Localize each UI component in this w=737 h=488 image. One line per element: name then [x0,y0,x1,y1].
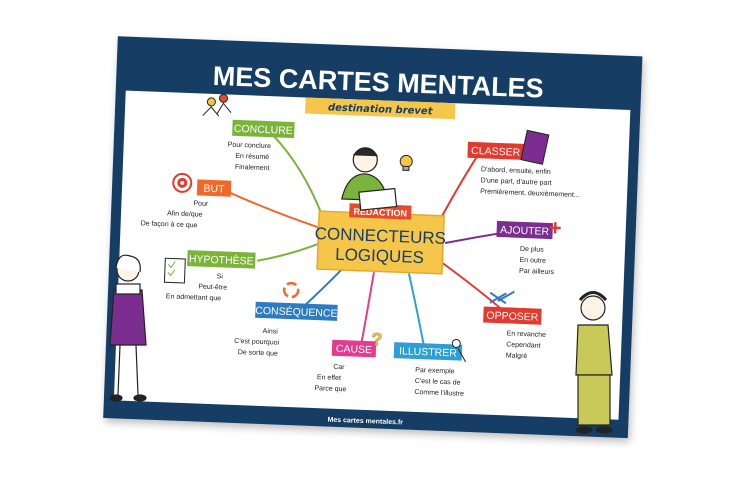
checklist-icon [163,257,186,284]
branch-illustrer-item: Par exemple [415,367,455,376]
branch-consequence-item: De sorte que [238,349,278,358]
subtitle-banner [305,97,456,120]
poster-subtitle: destination brevet [328,102,434,117]
branch-but: BUT Pour Afin de/que De façon à ce que [141,179,232,229]
branch-but-item: Afin de/que [167,210,203,218]
branch-cause-bg [331,339,377,358]
branch-illustrer: ILLUSTRER Par exemple C'est le cas de Co… [393,342,464,398]
branch-but-item: De façon à ce que [141,220,198,229]
branch-consequence-item: C'est pourquoi [234,338,280,347]
branch-classer-label: CLASSER [471,145,521,159]
branch-conclure: CONCLURE Pour conclure En résumé Finalem… [228,119,295,172]
center-line-2: LOGIQUES [335,245,424,267]
branch-conclure-bg [232,119,295,139]
branch-ajouter-bg [496,220,553,240]
branch-ajouter-label: AJOUTER [500,224,550,238]
line-cause [360,272,375,345]
branch-classer-item: D'une part, d'autre part [480,177,551,187]
line-classer [440,153,480,219]
recycle-icon [282,281,300,299]
branch-but-bg [196,179,232,197]
branch-cause-label: CAUSE [336,343,373,356]
flower-icon [451,338,467,363]
branch-cause: CAUSE Car En effet Parce que [314,339,377,393]
branch-illustrer-label: ILLUSTRER [399,345,458,359]
branch-opposer-item: Cependant [506,341,541,349]
branch-ajouter-item: De plus [520,246,544,254]
branch-cause-item: En effet [317,374,341,382]
branch-conclure-item: Pour conclure [228,142,272,151]
branch-conclure-item: En résumé [235,153,269,161]
girl-illustration [109,254,147,402]
branch-opposer-item: En revanche [507,330,547,339]
branch-conclure-item: Finalement [235,164,270,172]
swords-icon [489,290,515,305]
branch-illustrer-item: C'est le cas de [415,378,461,387]
boy-illustration [575,291,613,434]
branch-conclure-label: CONCLURE [234,123,293,137]
branch-ajouter-item: En outre [519,257,546,265]
branch-but-label: BUT [203,183,225,196]
branch-opposer-bg [483,306,542,325]
branch-illustrer-bg [393,342,463,361]
book-icon [520,129,550,165]
target-icon [172,172,193,193]
line-but [229,191,321,230]
line-conclure [273,135,323,214]
branch-classer-bg [467,141,524,160]
branch-consequence: CONSÉQUENCE Ainsi C'est pourquoi De sort… [234,301,338,358]
student-illustration [340,147,398,211]
branch-cause-item: Parce que [314,385,346,393]
branch-hypothese-item: En admettant que [166,293,222,302]
branch-opposer-label: OPPOSER [486,310,539,324]
branch-classer-item: Premièrement, deuxièmement... [480,188,580,199]
branch-opposer-item: Malgré [506,352,528,360]
branch-classer: CLASSER D'abord, ensuite, enfin D'une pa… [467,141,580,199]
branch-opposer: OPPOSER En revanche Cependant Malgré [483,306,547,360]
children-icon [202,93,232,117]
branch-classer-item: D'abord, ensuite, enfin [481,166,551,176]
branch-hypothese-label: HYPOTHÈSE [189,252,254,267]
branch-cause-item: Car [333,364,345,371]
branch-consequence-label: CONSÉQUENCE [255,304,338,320]
line-illustrer [407,273,426,348]
branch-consequence-item: Ainsi [262,328,278,336]
branch-hypothese: HYPOTHÈSE Si Peut-être En admettant que [166,250,256,302]
center-node: RÉDACTION CONNECTEURS LOGIQUES [314,203,446,275]
branch-ajouter: AJOUTER De plus En outre Par ailleurs [496,220,555,276]
branch-illustrer-item: Comme l'illustre [414,389,464,398]
question-icon: ? [371,329,383,349]
line-hypothese [257,242,321,262]
branch-hypothese-item: Peut-être [198,284,227,292]
plus-icon: + [548,215,562,240]
branch-consequence-bg [255,301,338,321]
branch-but-item: Pour [193,200,209,208]
poster-footer: Mes cartes mentales.fr [327,417,403,427]
lightbulb-icon [399,154,413,172]
branch-ajouter-item: Par ailleurs [519,268,555,276]
line-opposer [438,259,504,311]
branch-hypothese-bg [187,250,256,269]
branch-hypothese-item: Si [217,273,224,280]
